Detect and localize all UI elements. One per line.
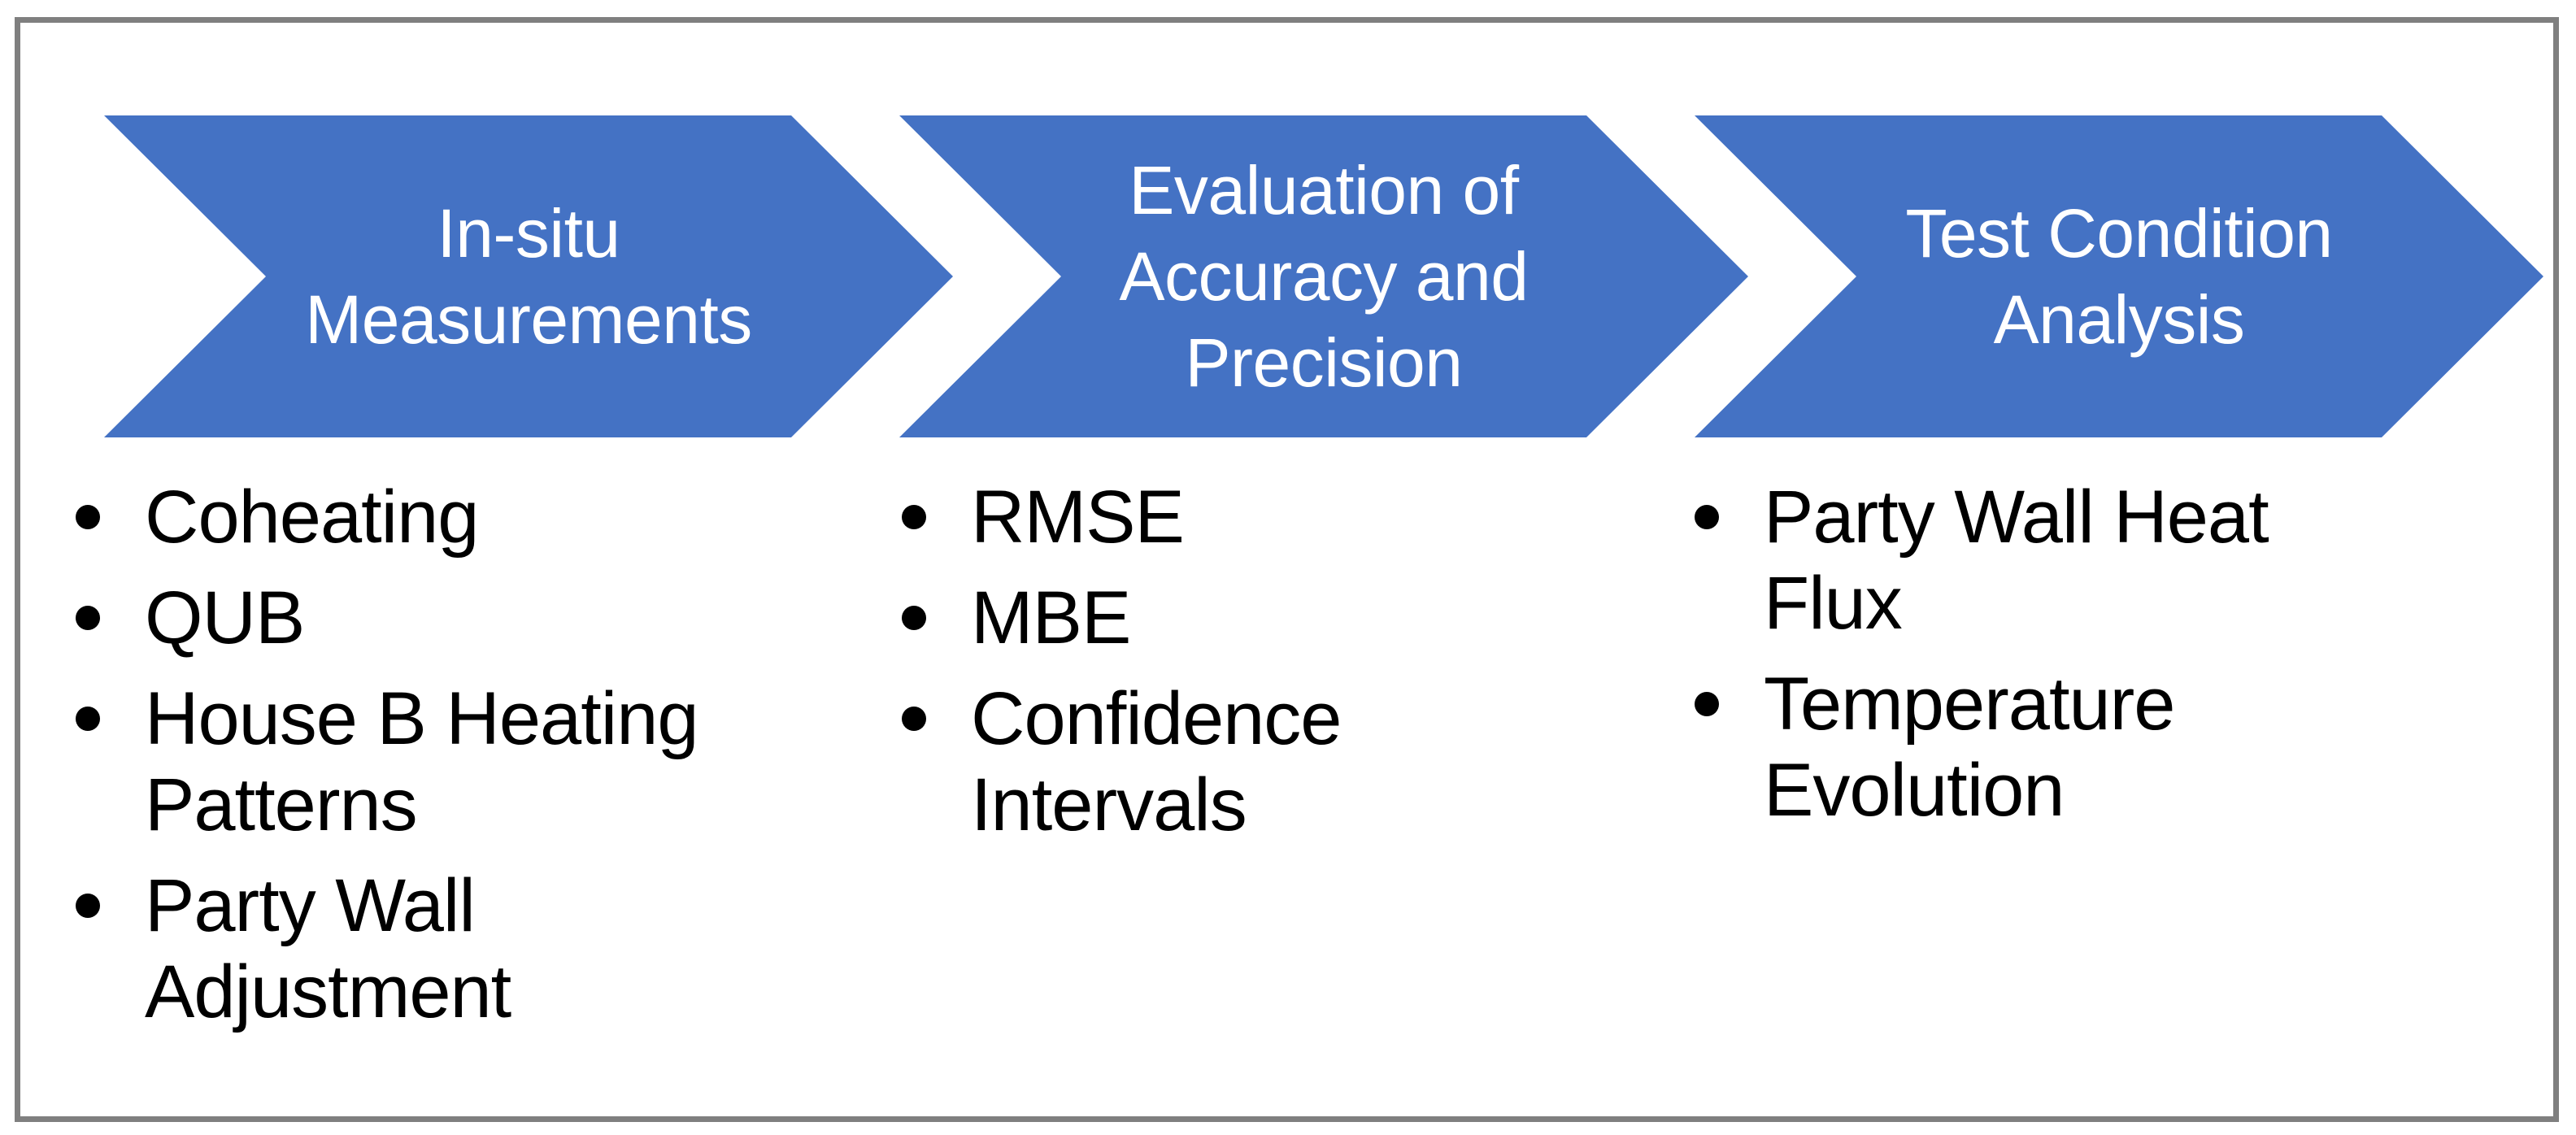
list-item: Party Wall Adjustment <box>76 863 824 1035</box>
list-item: House B Heating Patterns <box>76 676 824 848</box>
list-item: QUB <box>76 575 824 661</box>
step-2-bullet-list: RMSE MBE Confidence Intervals <box>902 474 1650 863</box>
list-item-text: House B Heating Patterns <box>145 677 699 846</box>
list-item: Temperature Evolution <box>1695 661 2443 833</box>
bullet-dot-icon <box>76 606 100 630</box>
list-item-text: RMSE <box>971 476 1185 559</box>
list-item: MBE <box>902 575 1650 661</box>
bullet-dot-icon <box>76 894 100 918</box>
list-item: Confidence Intervals <box>902 676 1650 848</box>
step-3-bullet-list: Party Wall Heat Flux Temperature Evoluti… <box>1695 474 2443 848</box>
list-item: RMSE <box>902 474 1650 560</box>
bullet-dot-icon <box>902 707 926 731</box>
step-2-title: Evaluation of Accuracy and Precision <box>1119 152 1529 401</box>
bullet-dot-icon <box>1695 505 1719 529</box>
list-item-text: Confidence Intervals <box>971 677 1342 846</box>
bullet-dot-icon <box>1695 692 1719 716</box>
diagram-border <box>15 17 2559 1122</box>
list-item-text: Coheating <box>145 476 479 559</box>
step-1-title: In-situ Measurements <box>305 195 752 358</box>
chevron-step-2: Evaluation of Accuracy and Precision <box>899 115 1748 437</box>
bullet-dot-icon <box>76 707 100 731</box>
list-item-text: Temperature Evolution <box>1764 663 2175 832</box>
step-1-bullet-list: Coheating QUB House B Heating Patterns P… <box>76 474 824 1050</box>
list-item: Coheating <box>76 474 824 560</box>
bullet-dot-icon <box>902 505 926 529</box>
list-item: Party Wall Heat Flux <box>1695 474 2443 646</box>
list-item-text: QUB <box>145 576 305 659</box>
list-item-text: Party Wall Heat Flux <box>1764 476 2269 645</box>
list-item-text: Party Wall Adjustment <box>145 864 511 1033</box>
list-item-text: MBE <box>971 576 1131 659</box>
step-3-title: Test Condition Analysis <box>1905 195 2333 358</box>
bullet-dot-icon <box>76 505 100 529</box>
bullet-dot-icon <box>902 606 926 630</box>
